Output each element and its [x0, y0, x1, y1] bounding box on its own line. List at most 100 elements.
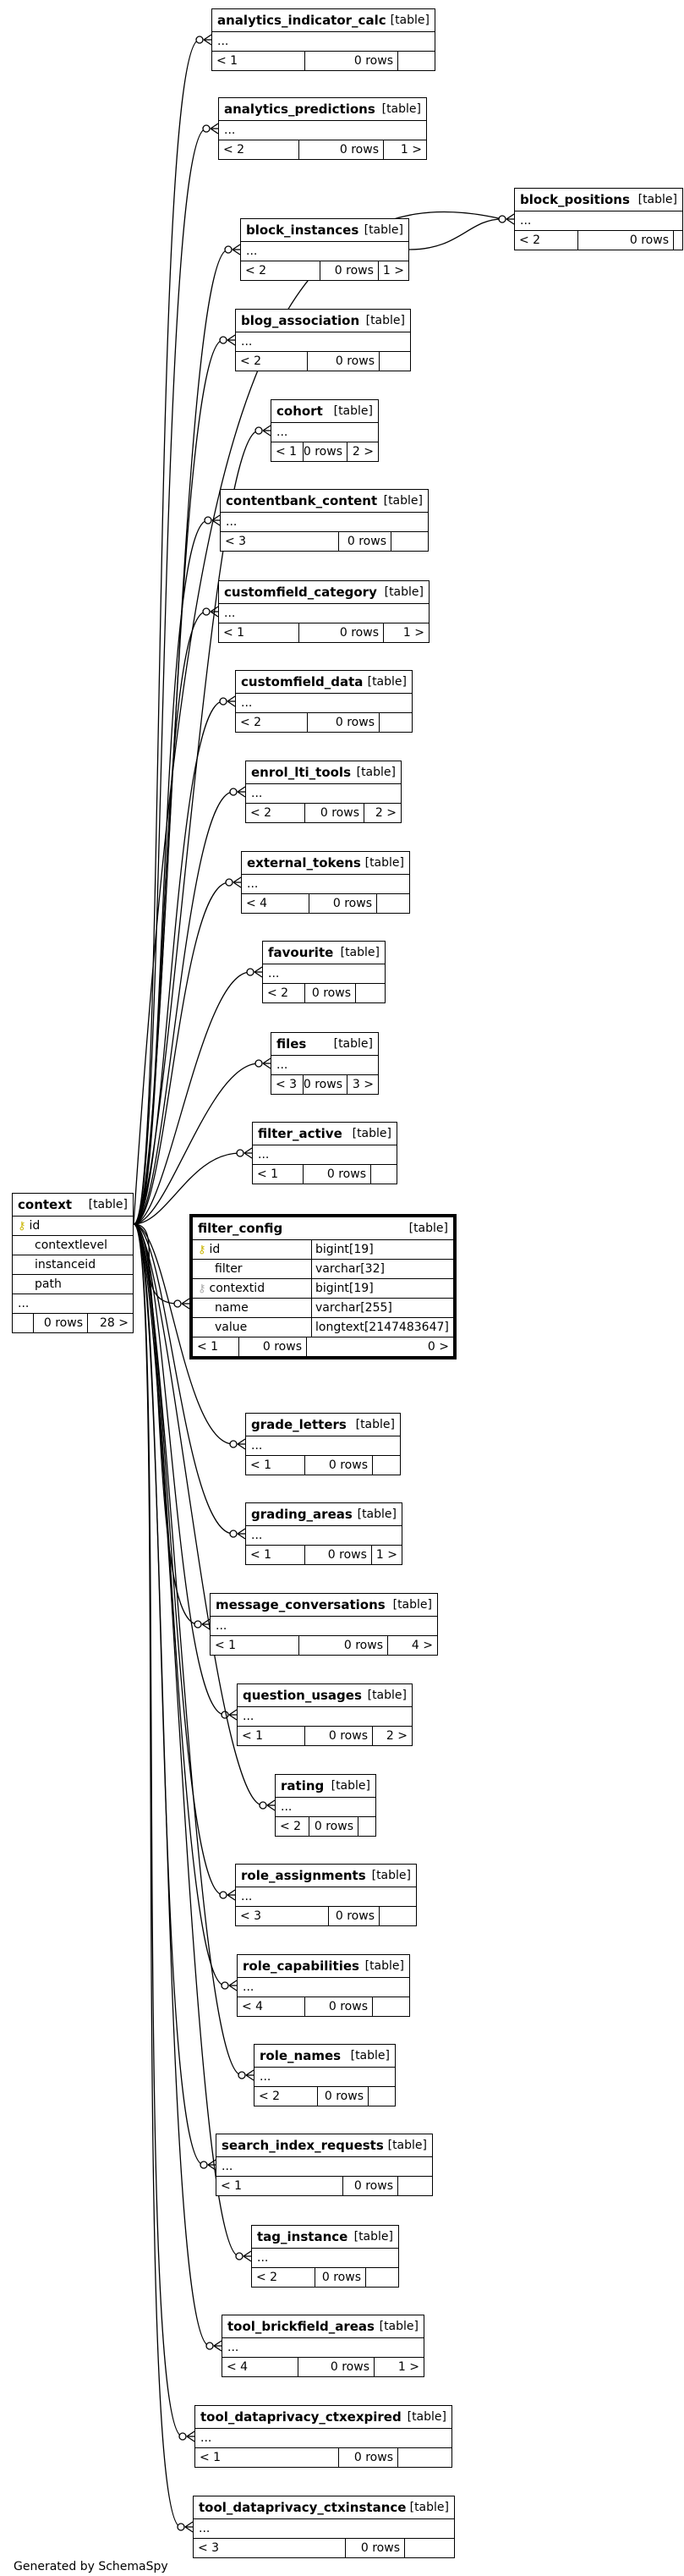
parents-count[interactable]: < 3 [271, 1075, 304, 1094]
children-count[interactable]: 4 > [411, 1639, 433, 1652]
parents-count[interactable]: < 1 [195, 2448, 339, 2467]
table-name[interactable]: search_index_requests [222, 2138, 384, 2153]
table-name[interactable]: analytics_indicator_calc [217, 13, 386, 28]
table-name[interactable]: customfield_category [224, 585, 377, 600]
table-name[interactable]: contentbank_content [226, 493, 378, 508]
parents-count[interactable]: < 3 [221, 532, 339, 551]
parents-count[interactable]: < 1 [246, 1456, 305, 1475]
parents-count[interactable]: < 3 [236, 1907, 329, 1925]
parents-count[interactable]: < 2 [236, 713, 308, 732]
table-name[interactable]: tool_dataprivacy_ctxinstance [199, 2500, 407, 2515]
parents-count[interactable]: < 1 [211, 1636, 299, 1655]
table-name[interactable]: tool_brickfield_areas [227, 2319, 375, 2334]
table-name[interactable]: filter_active [258, 1126, 342, 1141]
parents-count[interactable]: < 2 [254, 2087, 318, 2106]
table-tool-dataprivacy-ctxinstance[interactable]: tool_dataprivacy_ctxinstance[table]...< … [193, 2496, 455, 2558]
table-name[interactable]: external_tokens [247, 855, 361, 871]
table-name[interactable]: blog_association [241, 313, 360, 328]
row-count[interactable]: 0 rows [304, 1075, 347, 1094]
parents-count[interactable]: < 2 [515, 231, 579, 250]
children-count[interactable]: 2 > [386, 1729, 408, 1743]
row-count[interactable]: 0 rows [299, 140, 384, 159]
table-name[interactable]: tool_dataprivacy_ctxexpired [200, 2409, 402, 2425]
column-path[interactable]: path [13, 1275, 133, 1294]
parents-count[interactable]: < 1 [212, 52, 305, 70]
table-name[interactable]: rating [281, 1778, 325, 1793]
table-name[interactable]: filter_config [198, 1221, 283, 1236]
column-contextlevel[interactable]: contextlevel [13, 1236, 133, 1255]
parents-count[interactable]: < 1 [246, 1546, 305, 1564]
parents-count[interactable]: < 1 [238, 1727, 305, 1745]
parents-count[interactable]: < 2 [252, 2268, 315, 2287]
parents-count[interactable]: < 2 [241, 261, 320, 280]
parents-count[interactable]: < 3 [194, 2539, 346, 2557]
table-name[interactable]: files [276, 1036, 307, 1052]
parents-count[interactable]: < 1 [271, 442, 304, 461]
table-name[interactable]: tag_instance [257, 2229, 348, 2244]
row-count[interactable]: 0 rows [299, 1636, 388, 1655]
table-name[interactable]: customfield_data [241, 674, 364, 689]
row-count[interactable]: 0 rows [304, 442, 347, 461]
row-count[interactable]: 0 rows [339, 532, 391, 551]
parents-count[interactable]: < 2 [219, 140, 299, 159]
children-count[interactable]: 3 > [352, 1078, 374, 1091]
table-name[interactable]: grading_areas [251, 1507, 353, 1522]
row-count[interactable]: 0 rows [34, 1314, 88, 1332]
row-count[interactable]: 0 rows [308, 352, 380, 371]
parents-count[interactable]: < 2 [263, 984, 305, 1002]
parents-count[interactable]: < 2 [236, 352, 308, 371]
parents-count[interactable]: < 2 [276, 1817, 309, 1836]
parents-count[interactable]: < 2 [246, 804, 305, 822]
children-count[interactable]: 2 > [375, 806, 397, 820]
table-name[interactable]: block_instances [246, 222, 359, 238]
row-count[interactable]: 0 rows [320, 261, 379, 280]
parents-count[interactable]: < 4 [238, 1997, 305, 2016]
row-count[interactable]: 0 rows [298, 2358, 375, 2376]
children-count[interactable]: 1 > [400, 143, 422, 157]
row-count[interactable]: 0 rows [339, 2448, 398, 2467]
row-count[interactable]: 0 rows [578, 231, 674, 250]
row-count[interactable]: 0 rows [305, 1456, 373, 1475]
row-count[interactable]: 0 rows [329, 1907, 380, 1925]
column-instanceid[interactable]: instanceid [13, 1255, 133, 1275]
row-count[interactable]: 0 rows [239, 1337, 307, 1356]
table-name[interactable]: question_usages [243, 1688, 362, 1703]
row-count[interactable]: 0 rows [346, 2539, 405, 2557]
row-count[interactable]: 0 rows [309, 894, 377, 913]
parents-count[interactable]: < 1 [216, 2177, 343, 2195]
children-count[interactable]: 1 > [375, 1548, 397, 1562]
row-count[interactable]: 0 rows [315, 2268, 366, 2287]
row-count[interactable]: 0 rows [318, 2087, 369, 2106]
children-count[interactable]: 1 > [402, 626, 424, 640]
row-count[interactable]: 0 rows [305, 1546, 372, 1564]
table-name[interactable]: role_capabilities [243, 1958, 359, 1974]
children-count[interactable]: 1 > [382, 264, 404, 277]
table-name[interactable]: role_names [260, 2048, 342, 2063]
children-count[interactable]: 2 > [352, 445, 374, 459]
parents-count[interactable]: < 1 [193, 1337, 239, 1356]
parents-count[interactable]: < 1 [219, 623, 299, 642]
